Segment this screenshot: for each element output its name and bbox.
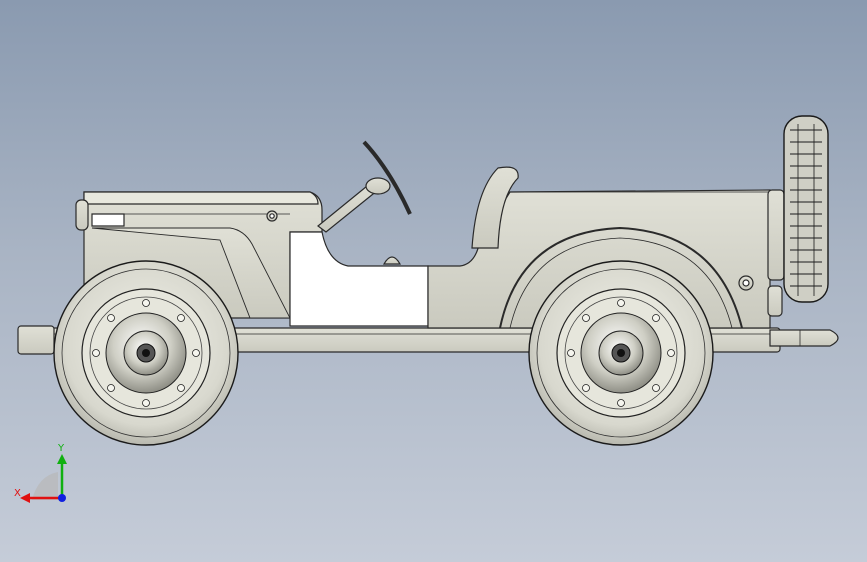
front-bumper (17, 325, 55, 355)
rear-hitch (769, 329, 839, 347)
rear-fender (499, 226, 743, 329)
spare-tire (783, 115, 829, 303)
y-axis-arrow (57, 454, 67, 464)
triad-plane (32, 472, 58, 500)
z-axis-dot (58, 494, 66, 502)
hood-side-trim (91, 213, 125, 227)
y-axis-label: Y (57, 443, 65, 454)
headlamp (75, 199, 89, 231)
axis-triad: Y X (14, 443, 67, 503)
hood-side-panel (91, 227, 291, 319)
x-axis-arrow (20, 493, 30, 503)
x-axis-label: X (14, 488, 21, 499)
spare-mount (767, 189, 785, 281)
door-cutout-face (289, 231, 429, 327)
rear-wheel (528, 260, 714, 446)
shift-knob (382, 256, 402, 265)
steering-hub (365, 177, 391, 195)
hood-top (83, 191, 319, 205)
steering-wheel (362, 140, 412, 215)
seat-back (471, 166, 519, 249)
front-wheel (53, 260, 239, 446)
